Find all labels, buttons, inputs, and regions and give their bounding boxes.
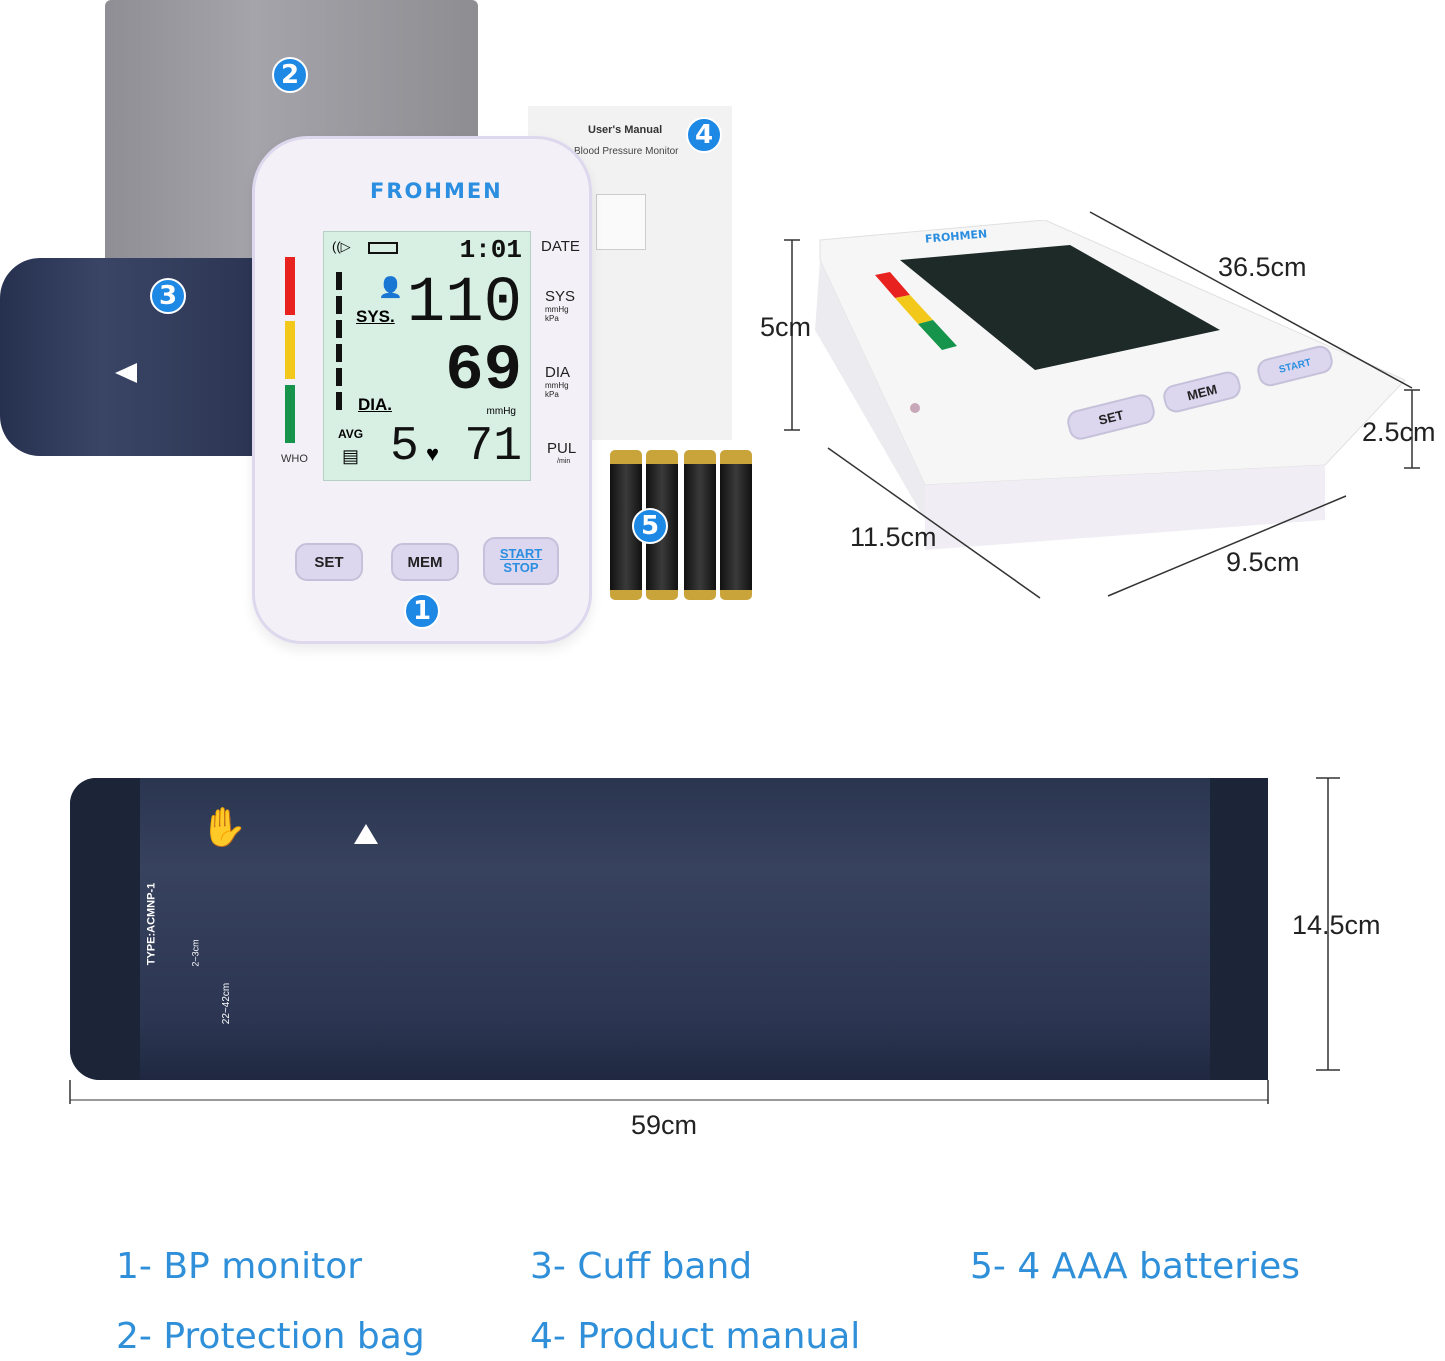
battery-icon <box>368 242 398 254</box>
legend-item-product-manual: 4- Product manual <box>530 1316 861 1357</box>
arrow-marker-icon <box>115 363 137 383</box>
legend-item-cuff-band: 3- Cuff band <box>530 1246 753 1287</box>
user-icon: 👤 <box>378 277 403 299</box>
monitor-perspective-drawing <box>815 219 1406 550</box>
who-label: WHO <box>281 453 308 465</box>
sys-lcd-label: SYS. <box>356 307 395 326</box>
sys-label: SYS <box>545 288 576 305</box>
dimension-height: 5cm <box>760 312 812 342</box>
time-readout: 1:01 <box>459 235 522 265</box>
speaker-icon: ((▷ <box>332 239 351 254</box>
start-stop-button[interactable]: START STOP <box>483 537 559 585</box>
lcd-display: ((▷ 1:01 👤 SYS. 110 69 DIA. mmHg AVG ▤ 5… <box>323 231 531 481</box>
badge-2: 2 <box>272 57 308 93</box>
cuff-band-rolled <box>0 258 252 456</box>
mem-button[interactable]: MEM <box>391 543 459 581</box>
manual-title: User's Manual <box>588 124 663 136</box>
battery <box>720 450 752 600</box>
battery <box>684 450 716 600</box>
sys-unit-kpa: kPa <box>545 314 559 323</box>
cuff-hook-area <box>70 778 140 1080</box>
avg-label: AVG <box>338 427 364 441</box>
dia-unit-kpa: kPa <box>545 390 559 399</box>
brand-logo: FROHMEN <box>370 179 503 203</box>
pul-unit: /min <box>557 458 571 465</box>
badge-1: 1 <box>404 593 440 629</box>
cuff-band: ✋ TYPE:ACMNP-1 2~3cm 22~42cm <box>70 778 1268 1080</box>
sys-value: 110 <box>406 268 522 340</box>
cuff-range-label: 22~42cm <box>221 982 233 1025</box>
dimension-depth: 11.5cm <box>850 522 937 552</box>
sys-unit-mmhg: mmHg <box>545 305 569 314</box>
who-green <box>285 385 295 443</box>
who-red <box>285 257 295 315</box>
dimension-length: 36.5cm <box>1218 252 1307 282</box>
bp-monitor-side-view: FROHMEN SET MEM START <box>815 219 1415 560</box>
start-label: START <box>499 546 543 561</box>
pressure-bar <box>336 272 342 416</box>
manual-subtitle: Blood Pressure Monitor <box>574 146 679 157</box>
legend-item-bp-monitor: 1- BP monitor <box>116 1246 363 1287</box>
cuff-offset-label: 2~3cm <box>190 939 201 967</box>
dia-unit-mmhg: mmHg <box>545 381 569 390</box>
dimension-cuff-length: 59cm <box>631 1110 698 1140</box>
badge-5: 5 <box>632 508 668 544</box>
badge-3: 3 <box>150 278 186 314</box>
cuff-type-label: TYPE:ACMNP-1 <box>145 882 158 966</box>
bp-monitor: FROHMEN WHO ((▷ 1:01 👤 SYS. 110 69 DIA. … <box>252 136 592 644</box>
heart-icon: ♥ <box>426 441 440 466</box>
memory-value: 5 <box>390 420 419 474</box>
pulse-value: 71 <box>464 420 522 474</box>
dia-value: 69 <box>445 336 522 408</box>
pul-label: PUL <box>547 440 577 457</box>
memo-icon: ▤ <box>342 446 360 466</box>
cuff-edge <box>1210 778 1268 1080</box>
legend-item-batteries: 5- 4 AAA batteries <box>970 1246 1301 1287</box>
dimension-front-height: 2.5cm <box>1362 417 1436 447</box>
legend-item-protection-bag: 2- Protection bag <box>116 1316 425 1357</box>
date-label: DATE <box>541 238 580 255</box>
set-button[interactable]: SET <box>295 543 363 581</box>
dia-lcd-label: DIA. <box>358 395 392 414</box>
who-yellow <box>285 321 295 379</box>
stop-label: STOP <box>503 560 539 575</box>
dimension-width: 9.5cm <box>1226 547 1300 577</box>
manual-device-image <box>596 194 646 250</box>
badge-4: 4 <box>686 117 722 153</box>
arm-diagram-icon: ✋ <box>200 807 248 849</box>
unit-label: mmHg <box>486 406 516 417</box>
artery-marker-icon <box>354 824 378 844</box>
dia-label: DIA <box>545 364 571 381</box>
dimension-cuff-height: 14.5cm <box>1292 910 1381 940</box>
